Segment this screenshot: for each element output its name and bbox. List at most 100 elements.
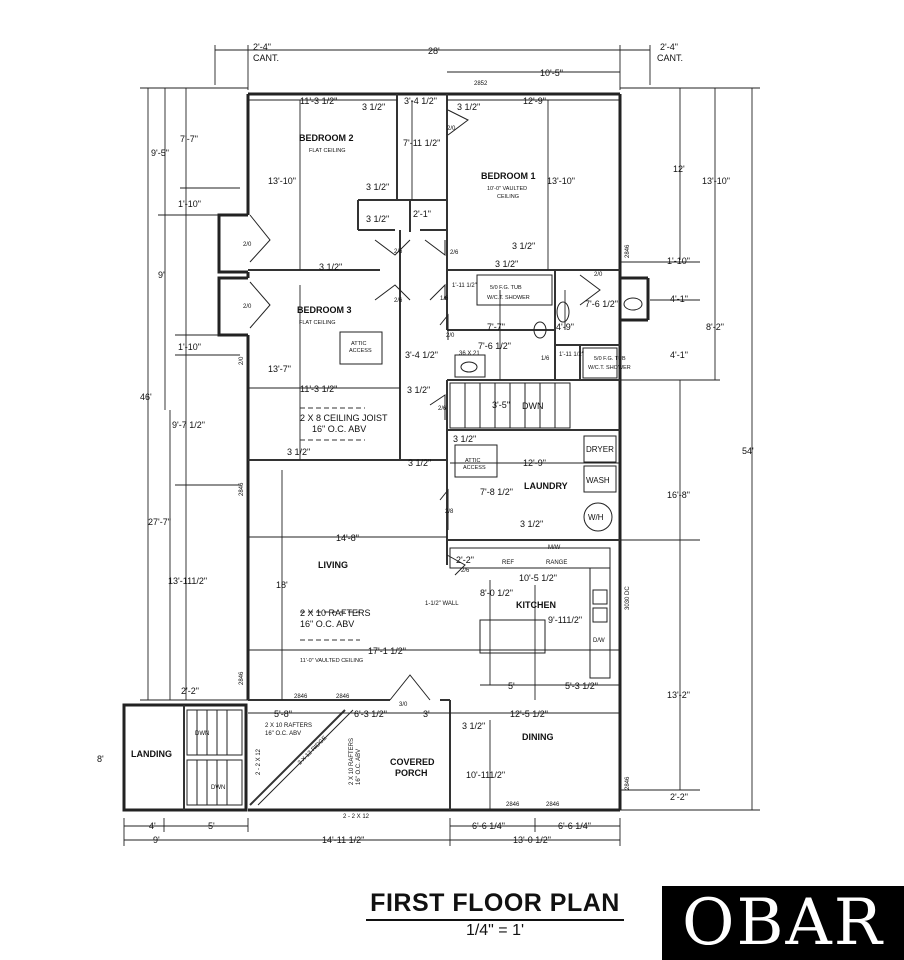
tub-2a: 5/0 F.G. TUB: [594, 356, 626, 362]
room-bedroom1: BEDROOM 1: [481, 171, 536, 181]
porch-rafter-v1: 2 X 10 RAFTERS: [349, 738, 355, 785]
room-dining: DINING: [522, 732, 554, 742]
dim-label: 5': [208, 821, 215, 831]
dim-label: 9'-111/2": [548, 615, 582, 625]
title-block: FIRST FLOOR PLAN 1/4" = 1': [330, 888, 660, 941]
dim-label: 2'-4": [660, 42, 678, 52]
door-label: 2846: [625, 244, 631, 258]
dim-label: 2'-2": [670, 792, 688, 802]
door-label: 2/6: [394, 249, 403, 255]
joist-dashes: [300, 407, 365, 641]
door-label: 2846: [506, 802, 520, 808]
dim-label: 3 1/2": [408, 458, 431, 468]
dim-label: 28': [428, 46, 440, 56]
porch-2x12-a: 2 - 2 X 12: [256, 748, 262, 775]
dim-label: 3': [423, 709, 430, 719]
stair-dwn-1: DWN: [195, 731, 209, 737]
door-label: 3/0: [399, 702, 408, 708]
porch-vertical-note: 2 X 10 RAFTERS 16" O.C. ABV: [349, 738, 362, 785]
dim-label: 3 1/2": [407, 385, 430, 395]
door-labels-vertical: 2846 2846 2846 2846 3030 DC 2/0: [239, 244, 631, 790]
door-label: 2/0: [447, 126, 456, 132]
porch-2x12-left: 2 - 2 X 12: [256, 748, 262, 775]
tub-1a: 5/0 F.G. TUB: [490, 285, 522, 291]
door-label: 2846: [336, 694, 350, 700]
water-heater-label: W/H: [588, 513, 604, 522]
porch-rafters-2: 16" O.C. ABV: [265, 731, 301, 737]
range-label: RANGE: [546, 560, 567, 566]
stair-dwn-2: DWN: [211, 785, 225, 791]
mw-label: M/W: [548, 545, 561, 551]
dim-label: CANT.: [657, 53, 683, 63]
ceiling-joist-1: 2 X 8 CEILING JOIST: [300, 413, 388, 423]
dim-label: 3 1/2": [287, 447, 310, 457]
dim-label: 2'-2": [456, 555, 474, 565]
floor-plan-drawing: BEDROOM 2 FLAT CEILING BEDROOM 1 10'-0" …: [97, 42, 760, 846]
door-label: 2846: [239, 671, 245, 685]
dim-label: 3'-4 1/2": [405, 350, 438, 360]
dim-label: 13'-10": [547, 176, 575, 186]
dim-label: 8'-0 1/2": [480, 588, 513, 598]
dim-label: 5': [508, 681, 515, 691]
dim-label: 12': [673, 164, 685, 174]
dim-label: 4'-1": [670, 350, 688, 360]
dim-label: 13'-0 1/2": [513, 835, 551, 845]
fixtures: [122, 274, 643, 812]
door-label: 2/0: [446, 333, 455, 339]
dim-label: 7'-11 1/2": [403, 138, 440, 148]
dim-label: 7'-7": [487, 322, 505, 332]
door-label: 3030 DC: [625, 586, 631, 610]
dim-label: 7'-6 1/2": [585, 299, 618, 309]
door-label: 2/0: [239, 356, 245, 365]
room-bedroom2: BEDROOM 2: [299, 133, 354, 143]
dim-label: 6'-6 1/4": [558, 821, 591, 831]
door-label: 2846: [625, 776, 631, 790]
plan-title: FIRST FLOOR PLAN: [366, 888, 624, 921]
attic-access-1b: ACCESS: [349, 348, 372, 354]
room-bedroom1-note2: CEILING: [497, 194, 519, 200]
door-label: 2846: [294, 694, 308, 700]
attic-access-1a: ATTIC: [351, 341, 367, 347]
dim-label: CANT.: [253, 53, 279, 63]
room-landing: LANDING: [131, 749, 172, 759]
dim-label: 27'-7": [148, 517, 171, 527]
dim-label: 7'-8 1/2": [480, 487, 513, 497]
porch-2x12-bottom: 2 - 2 X 12: [343, 814, 370, 820]
dim-label: 1'-10": [178, 199, 201, 209]
dim-label: 13'-10": [268, 176, 296, 186]
dim-label: 18': [276, 580, 288, 590]
dim-label: 1'-11 1/2": [452, 283, 477, 289]
dim-label: 7'-6 1/2": [478, 341, 511, 351]
room-covered-porch-1: COVERED: [390, 757, 435, 767]
room-living: LIVING: [318, 560, 348, 570]
dim-label: 14'-11 1/2": [322, 835, 364, 845]
dim-label: 6'-3 1/2": [354, 709, 387, 719]
dimension-lines: [123, 45, 760, 846]
dim-label: 8'-2": [706, 322, 724, 332]
dim-label: 1'-10": [667, 256, 690, 266]
porch-rafters-1: 2 X 10 RAFTERS: [265, 723, 312, 729]
door-label: 2846: [239, 482, 245, 496]
dim-label: 3 1/2": [512, 241, 535, 251]
porch-ridge: 2 X 12 RIDGE: [297, 735, 328, 766]
dim-label: 12'-5 1/2": [510, 709, 548, 719]
dim-label: 6'-6 1/4": [472, 821, 505, 831]
obar-logo: OBAR: [662, 886, 904, 960]
dim-label: 10'-5": [540, 68, 563, 78]
dim-label: 13'-2": [667, 690, 690, 700]
ref-label: REF: [502, 560, 514, 566]
dim-label: 8': [97, 754, 104, 764]
door-label: 2/6: [394, 298, 403, 304]
dw-label: D/W: [593, 638, 605, 644]
dim-label: 13'-111/2": [168, 576, 207, 586]
plan-scale: 1/4" = 1': [465, 922, 525, 939]
dim-label: 1'-11 1/2": [559, 352, 584, 358]
dim-label: 11'-3 1/2": [300, 384, 337, 394]
dim-label: 3 1/2": [362, 102, 385, 112]
dim-label: 11'-3 1/2": [300, 96, 337, 106]
interior-walls: [248, 94, 620, 810]
dim-label: 4'-9": [556, 322, 574, 332]
exterior-walls: [217, 92, 650, 812]
dim-label: 2'-4": [253, 42, 271, 52]
tub-1b: W/C.T. SHOWER: [487, 295, 530, 301]
